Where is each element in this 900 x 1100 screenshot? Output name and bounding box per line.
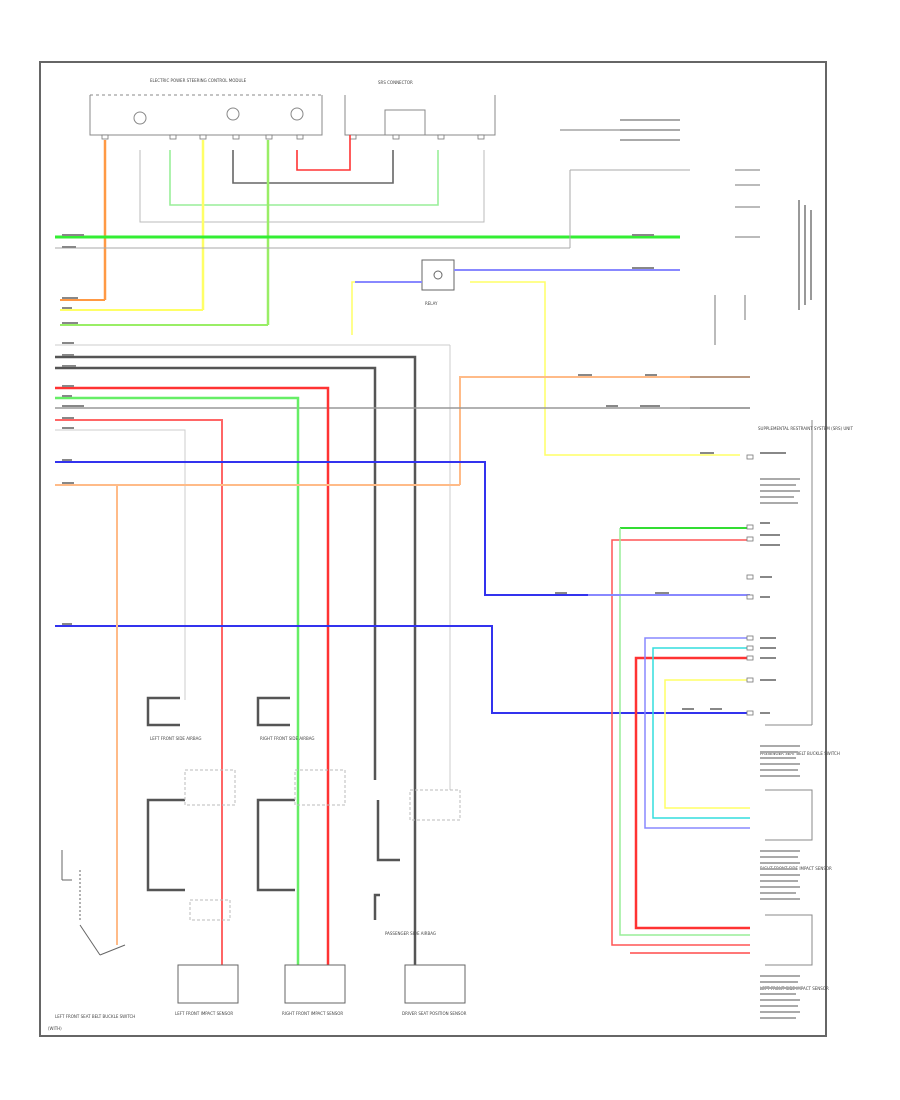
wire-yellow-right xyxy=(664,679,750,809)
relay-block xyxy=(421,259,455,291)
diagram-frame xyxy=(39,61,827,1037)
top-left-module xyxy=(89,94,323,136)
wire-red-right-2 xyxy=(634,656,750,930)
wire-green-right-2 xyxy=(619,528,750,936)
label-driver-sensor: DRIVER SEAT POSITION SENSOR xyxy=(402,1011,467,1016)
bottom-boxes xyxy=(177,964,466,1004)
top-module-left-label: ELECTRIC POWER STEERING CONTROL MODULE xyxy=(150,78,247,83)
top-module-right-label: SRS CONNECTOR xyxy=(378,80,413,85)
wire-cyan-right xyxy=(652,647,750,819)
wire-gray-c xyxy=(55,429,186,700)
connector-marks xyxy=(62,234,786,714)
sensor-mid-group xyxy=(256,696,295,892)
right-connector-stubs xyxy=(690,169,760,409)
label-front-sensor-left: LEFT FRONT SIDE AIRBAG xyxy=(150,736,201,741)
label-impact-right: RIGHT FRONT IMPACT SENSOR xyxy=(282,1011,343,1016)
wire-blue-2 xyxy=(55,625,750,714)
sensor-right-group xyxy=(373,800,400,920)
right-vertical-labels xyxy=(798,200,812,310)
right-module-label: SUPPLEMENTAL RESTRAINT SYSTEM (SRS) UNIT xyxy=(758,426,853,431)
wire-red-right xyxy=(611,539,750,946)
footnote: (WITH) xyxy=(48,1026,62,1031)
wire-blue-right xyxy=(644,637,750,829)
top-right-module xyxy=(344,95,496,136)
right-side-text-blocks xyxy=(760,478,800,1019)
wire-red-1 xyxy=(55,386,330,965)
label-passenger-buckle: PASSENGER SEAT BELT BUCKLE SWITCH xyxy=(760,751,840,756)
label-occupant-sensor: PASSENGER SIDE AIRBAG xyxy=(385,931,436,936)
wire-yellow-relay xyxy=(351,281,355,335)
sensor-left-group xyxy=(146,696,185,892)
buckle-switch xyxy=(61,850,126,956)
wire-darkgray-1 xyxy=(55,355,417,1000)
wire-darkgray-2 xyxy=(55,366,377,780)
wire-pink-1 xyxy=(55,419,223,970)
label-front-sensor-right: RIGHT FRONT SIDE AIRBAG xyxy=(260,736,315,741)
relay-label: RELAY xyxy=(425,301,438,306)
top-right-cluster xyxy=(560,119,746,345)
label-impact-left: LEFT FRONT IMPACT SENSOR xyxy=(175,1011,233,1016)
top-pins xyxy=(101,134,485,140)
label-right-front-sensor: RIGHT FRONT SIDE IMPACT SENSOR xyxy=(760,866,832,871)
wire-yellow-long xyxy=(470,281,740,456)
right-pin-column xyxy=(746,454,754,716)
wire-green-1 xyxy=(55,396,300,965)
label-seat-belt-buckle: LEFT FRONT SEAT BELT BUCKLE SWITCH xyxy=(55,1014,135,1019)
right-module-box xyxy=(765,420,813,966)
wire-orange-mid xyxy=(459,376,750,485)
top-wires xyxy=(139,135,485,223)
bottom-dashed-boxes xyxy=(184,769,461,921)
